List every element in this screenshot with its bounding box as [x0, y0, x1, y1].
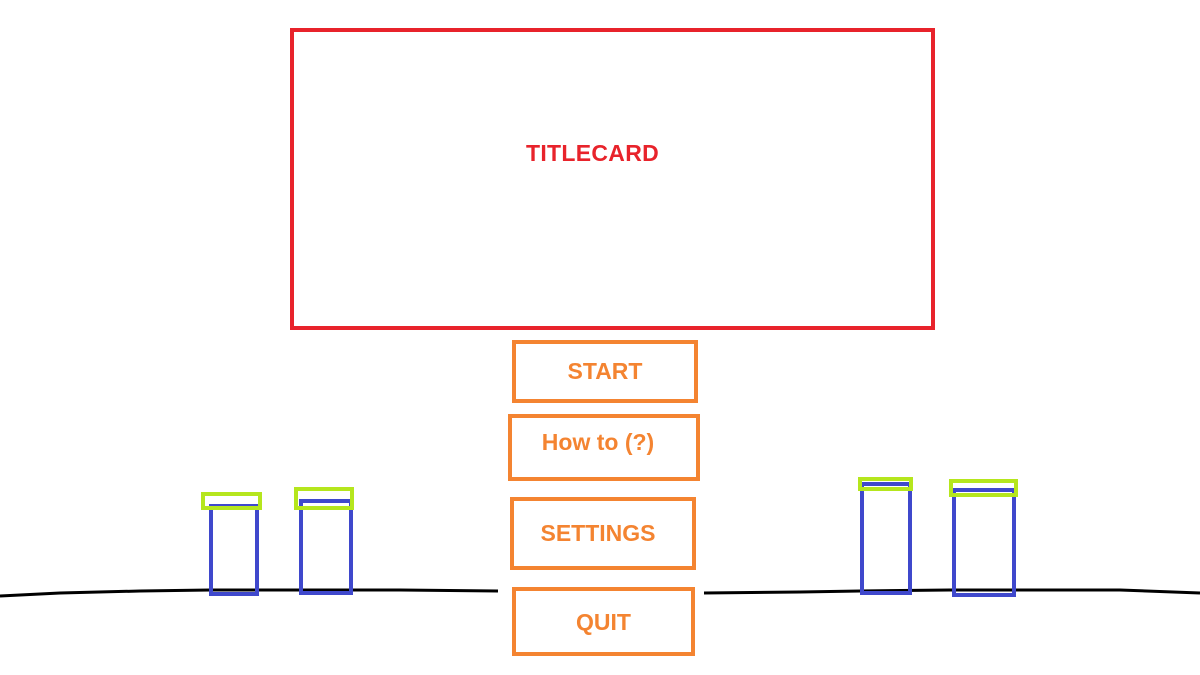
ground-line-right [703, 588, 1200, 595]
pillar-3 [858, 477, 913, 595]
pillar-2 [294, 487, 354, 595]
pillar-1 [201, 492, 262, 596]
title-card: TITLECARD [290, 28, 935, 330]
start-button-label: START [567, 358, 643, 384]
how-to-button-label: How to (?) [541, 429, 655, 455]
ground-line-left [0, 588, 499, 598]
settings-button-label: SETTINGS [540, 520, 656, 546]
quit-button-label: QUIT [576, 609, 631, 635]
quit-button[interactable]: QUIT [512, 587, 695, 656]
how-to-button[interactable]: How to (?) [508, 414, 700, 481]
pillar-4 [949, 479, 1018, 597]
title-card-label: TITLECARD [526, 140, 660, 166]
start-button[interactable]: START [512, 340, 698, 403]
settings-button[interactable]: SETTINGS [510, 497, 696, 570]
